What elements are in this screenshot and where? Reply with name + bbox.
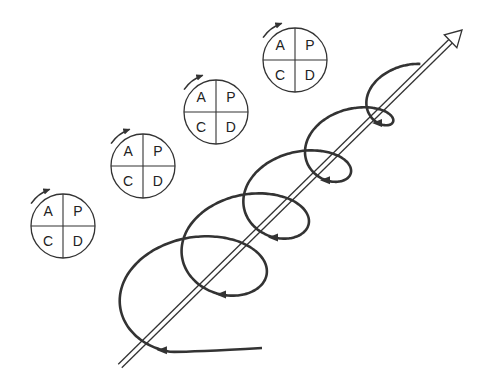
quadrant-letter: P xyxy=(73,204,82,218)
quadrant-letter: C xyxy=(123,174,133,188)
spiral-arrowhead xyxy=(320,176,330,184)
quadrant-letter: D xyxy=(305,68,315,82)
cycle-circle: A P C D xyxy=(110,133,176,199)
spiral-arrowhead xyxy=(216,291,226,299)
axis-line xyxy=(122,43,453,368)
quadrant-letter: A xyxy=(43,204,52,218)
circle-outline xyxy=(262,27,328,93)
cycle-circle: A P C D xyxy=(183,79,249,145)
circle-outline xyxy=(110,133,176,199)
quadrant-letter: A xyxy=(196,90,205,104)
quadrant-letter: P xyxy=(153,144,162,158)
quadrant-letter: C xyxy=(43,234,53,248)
spiral-arrowhead xyxy=(372,119,382,127)
quadrant-letter: P xyxy=(305,38,314,52)
spiral-path xyxy=(120,64,421,354)
axis-arrowhead xyxy=(444,30,462,48)
quadrant-letter: D xyxy=(153,174,163,188)
spiral-line xyxy=(120,64,421,352)
rotation-arrows xyxy=(31,23,282,203)
quadrant-letter: P xyxy=(226,90,235,104)
quadrant-letter: C xyxy=(196,120,206,134)
quadrant-letter: D xyxy=(73,234,83,248)
cycle-circle: A P C D xyxy=(30,193,96,259)
circle-outline xyxy=(30,193,96,259)
quadrant-letter: A xyxy=(123,144,132,158)
quadrant-letter: D xyxy=(226,120,236,134)
cycle-circle: A P C D xyxy=(262,27,328,93)
quadrant-letter: C xyxy=(275,68,285,82)
spiral-arrowhead xyxy=(268,233,278,241)
spiral-arrowhead xyxy=(157,346,167,354)
quadrant-letter: A xyxy=(275,38,284,52)
circle-outline xyxy=(183,79,249,145)
